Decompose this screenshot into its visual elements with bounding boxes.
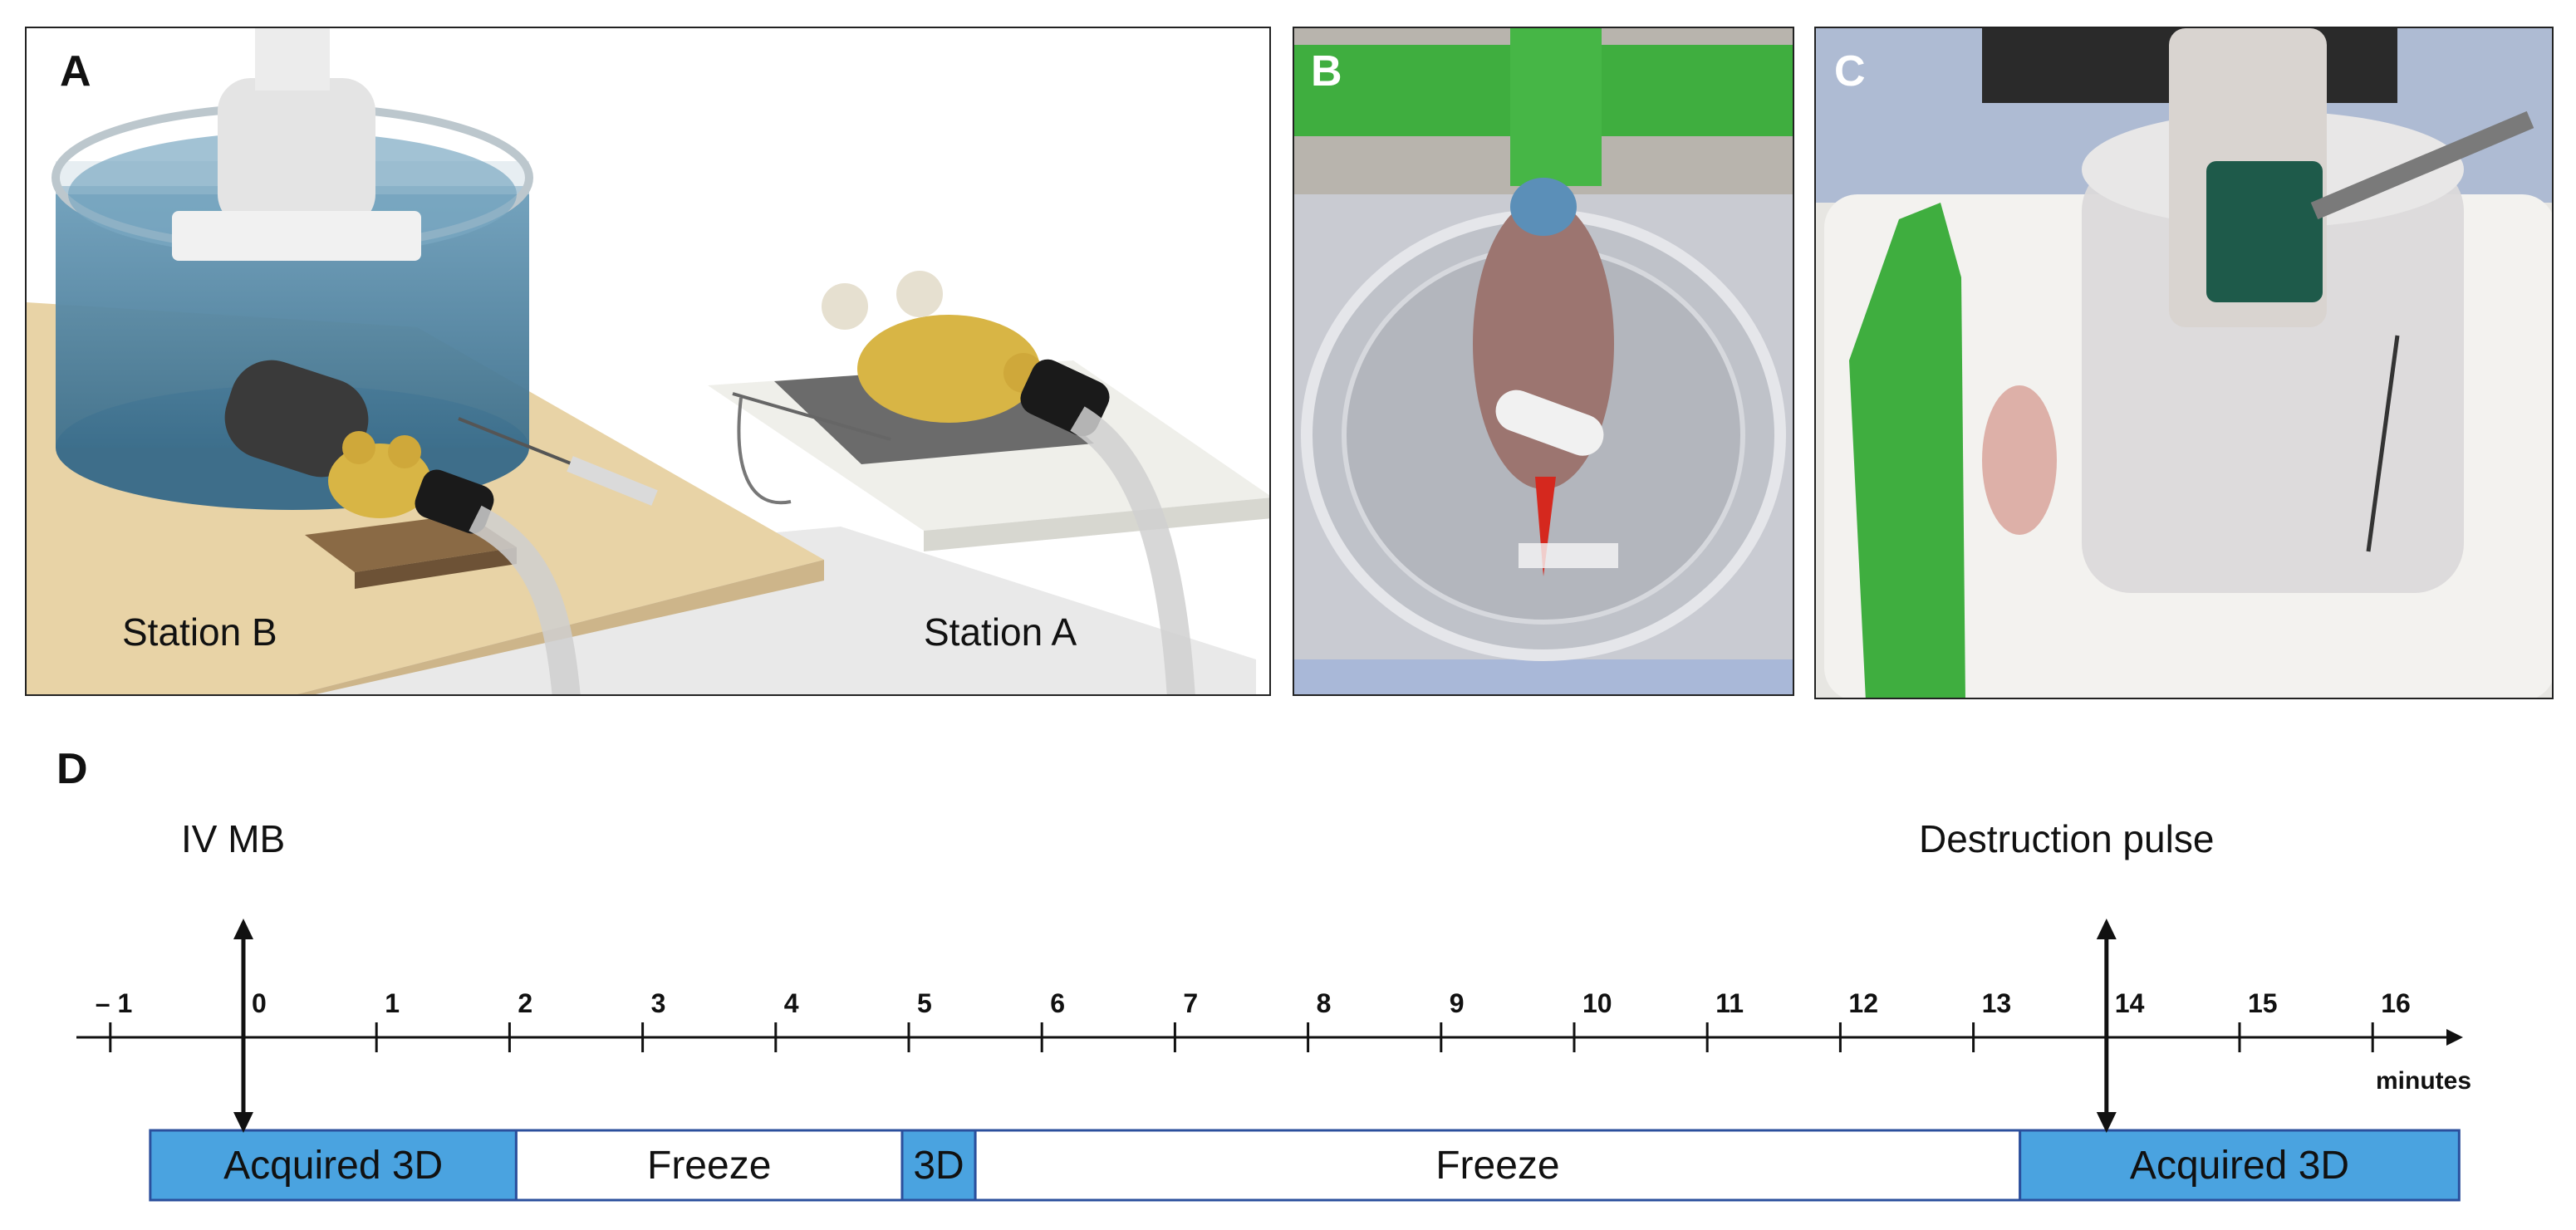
- nose-cone-b: [415, 469, 494, 534]
- axis-tick-label: 6: [1050, 988, 1065, 1018]
- event-arrowhead-down: [2096, 1112, 2117, 1133]
- timeline-segment-label: Acquired 3D: [223, 1144, 443, 1188]
- axis-tick-label: 7: [1183, 988, 1198, 1018]
- axis-tick-label: – 1: [96, 988, 132, 1018]
- axis-tick-label: 13: [1982, 988, 2012, 1018]
- station-a-label: Station A: [924, 610, 1077, 654]
- mouse-station-a: [857, 315, 1040, 423]
- panel-c-letter: C: [1834, 47, 1866, 96]
- mouse-photo-c: [1982, 385, 2057, 535]
- axis-tick-label: 3: [651, 988, 666, 1018]
- axis-tick-label: 14: [2115, 988, 2145, 1018]
- station-b-label: Station B: [122, 610, 277, 654]
- timeline-segment-label: Freeze: [647, 1144, 771, 1188]
- timeline-segment-label: Freeze: [1435, 1144, 1559, 1188]
- event-arrowhead-down: [233, 1112, 253, 1133]
- timeline-segment-freeze: [514, 1129, 904, 1202]
- axis-tick-label: 8: [1317, 988, 1332, 1018]
- axis-tick-label: 1: [385, 988, 400, 1018]
- photo-top-view: [1294, 28, 1793, 694]
- transducer: [218, 78, 375, 228]
- panel-a-letter: A: [60, 47, 91, 96]
- panel-b: B: [1293, 27, 1794, 696]
- panel-a: A Station B Station A: [25, 27, 1271, 696]
- time-axis-arrowhead: [2446, 1029, 2463, 1046]
- green-tape-c: [1849, 203, 1965, 698]
- axis-tick-label: 2: [518, 988, 532, 1018]
- photo-side-view: [1816, 28, 2552, 698]
- axis-tick-label: 11: [1715, 988, 1744, 1018]
- axis-tick-label: 16: [2381, 988, 2411, 1018]
- event-arrowhead-up: [2096, 919, 2117, 939]
- timeline-segment-label: Acquired 3D: [2130, 1144, 2349, 1188]
- station-render: [27, 28, 1269, 694]
- submerged-cylinder: [224, 360, 369, 478]
- axis-tick-label: 4: [784, 988, 799, 1018]
- timeline-segment-label: 3D: [913, 1144, 964, 1188]
- event-iv-mb-label: IV MB: [181, 817, 285, 860]
- timeline-segment-acquire: [2019, 1129, 2461, 1202]
- axis-unit-label: minutes: [2376, 1067, 2471, 1095]
- axis-tick-label: 9: [1450, 988, 1465, 1018]
- panel-d-letter: D: [56, 745, 88, 793]
- axis-tick-label: 12: [1848, 988, 1878, 1018]
- event-arrowhead-up: [233, 919, 253, 939]
- axis-tick-label: 15: [2248, 988, 2278, 1018]
- axis-tick-label: 0: [252, 988, 267, 1018]
- timeline-segment-acquire: [900, 1129, 977, 1202]
- panel-c: C: [1814, 27, 2554, 699]
- axis-tick-label: 10: [1582, 988, 1612, 1018]
- event-destruction-label: Destruction pulse: [1919, 817, 2214, 860]
- axis-tick-label: 5: [917, 988, 932, 1018]
- panel-b-letter: B: [1311, 47, 1342, 96]
